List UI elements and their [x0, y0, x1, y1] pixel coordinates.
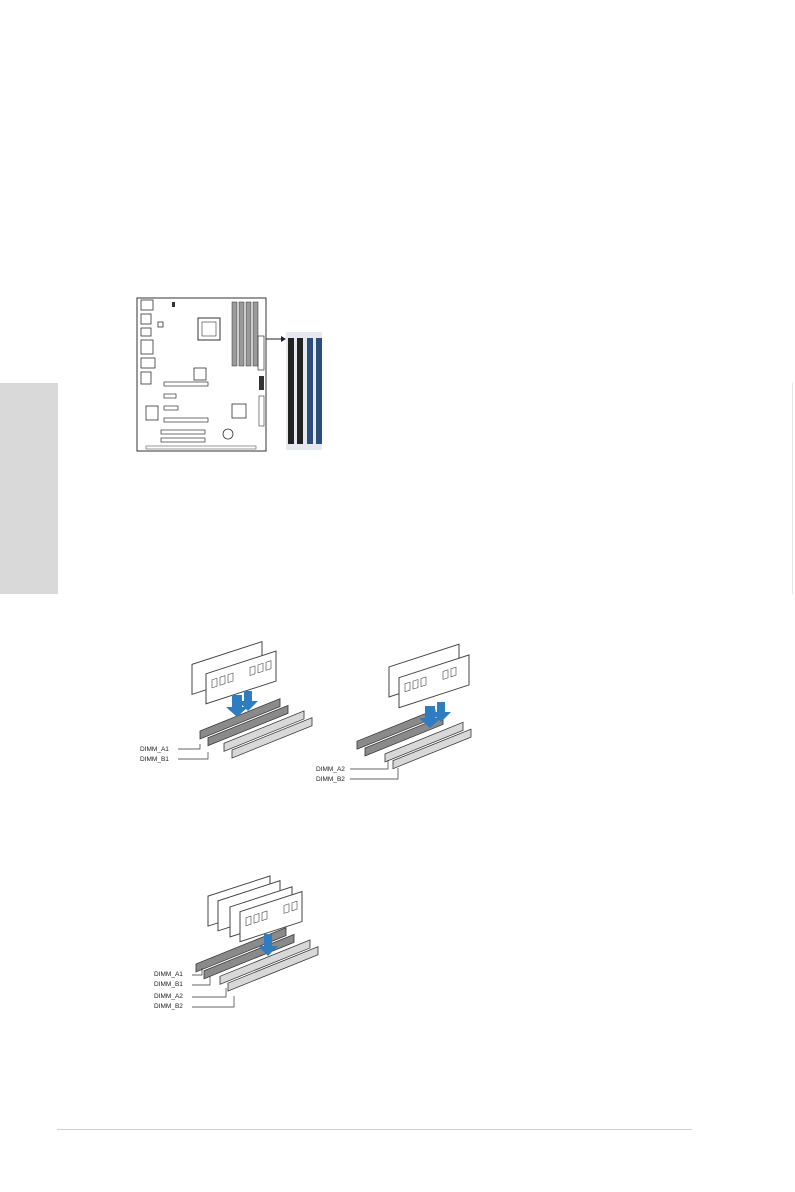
- dimm-slot-b2: [316, 338, 322, 444]
- dimm-label: DIMM_A2: [316, 766, 345, 773]
- footer-rule: [57, 1129, 692, 1130]
- dimm-label: DIMM_A1: [154, 971, 183, 978]
- dimm-label: DIMM_B1: [140, 756, 169, 763]
- page-edge-mark: [792, 383, 793, 594]
- board-dimm-slot: [253, 302, 258, 366]
- dimm-label: DIMM_B2: [316, 776, 345, 783]
- label-leader-lines: [192, 966, 242, 1012]
- label-leader-lines: [350, 756, 410, 786]
- board-dimm-slot: [239, 302, 244, 366]
- dimm-label: DIMM_B2: [154, 1003, 183, 1010]
- dimm-slot-a1: [288, 338, 294, 444]
- dimm-slot-b1: [297, 338, 303, 444]
- label-leader-lines: [178, 740, 218, 770]
- chapter-side-tab: [0, 383, 58, 594]
- motherboard-layout-diagram: [136, 296, 336, 456]
- dimm-label: DIMM_A2: [154, 993, 183, 1000]
- board-dimm-slot: [232, 302, 237, 366]
- dimm-label: DIMM_B1: [154, 981, 183, 988]
- dimm-label: DIMM_A1: [140, 746, 169, 753]
- dimm-slot-a2: [307, 338, 313, 444]
- board-dimm-slot: [246, 302, 251, 366]
